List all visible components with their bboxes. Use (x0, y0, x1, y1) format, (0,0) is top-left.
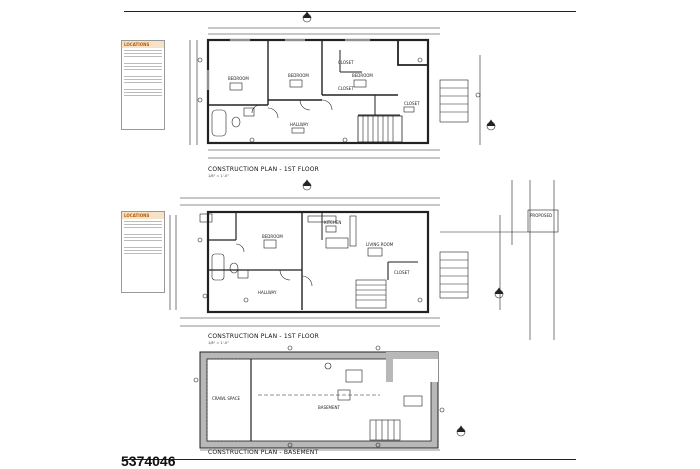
scale-first-floor: 1/8" = 1'-0" (208, 174, 229, 178)
top-rule (124, 11, 576, 12)
room-label-lower-closet: CLOSET (394, 270, 410, 275)
scale-ground-floor: 1/8" = 1'-0" (208, 341, 229, 345)
notes-box-upper: LOCATIONS (121, 40, 165, 130)
notes-header: LOCATIONS (122, 41, 164, 48)
room-label-lower-kitchen: KITCHEN (324, 220, 342, 225)
room-label-upper-bedroom-2: BEDROOM (288, 73, 309, 78)
room-label-upper-closet-3: CLOSET (404, 101, 420, 106)
notes-header-lower: LOCATIONS (122, 212, 164, 219)
room-label-upper-hallway: HALLWAY (290, 122, 309, 127)
caption-first-floor: CONSTRUCTION PLAN - 1ST FLOOR (208, 166, 320, 173)
notes-box-lower: LOCATIONS (121, 211, 165, 293)
caption-ground-floor: CONSTRUCTION PLAN - 1ST FLOOR (208, 333, 320, 340)
room-label-upper-closet-1: CLOSET (338, 60, 354, 65)
room-label-basement: BASEMENT (318, 405, 340, 410)
room-label-crawl-space: CRAWL SPACE (212, 396, 241, 401)
room-label-upper-bedroom-1: BEDROOM (228, 76, 249, 81)
bottom-rule (124, 459, 576, 460)
caption-basement: CONSTRUCTION PLAN - BASEMENT (208, 449, 319, 456)
room-label-upper-bedroom-3: BEDROOM (352, 73, 373, 78)
room-label-upper-closet-2: CLOSET (338, 86, 354, 91)
room-label-lower-bedroom: BEDROOM (262, 234, 283, 239)
listing-number: 5374046 (121, 453, 176, 469)
room-label-proposed: PROPOSED (530, 213, 553, 218)
room-label-lower-living: LIVING ROOM (366, 242, 394, 247)
room-label-lower-hallway: HALLWAY (258, 290, 277, 295)
